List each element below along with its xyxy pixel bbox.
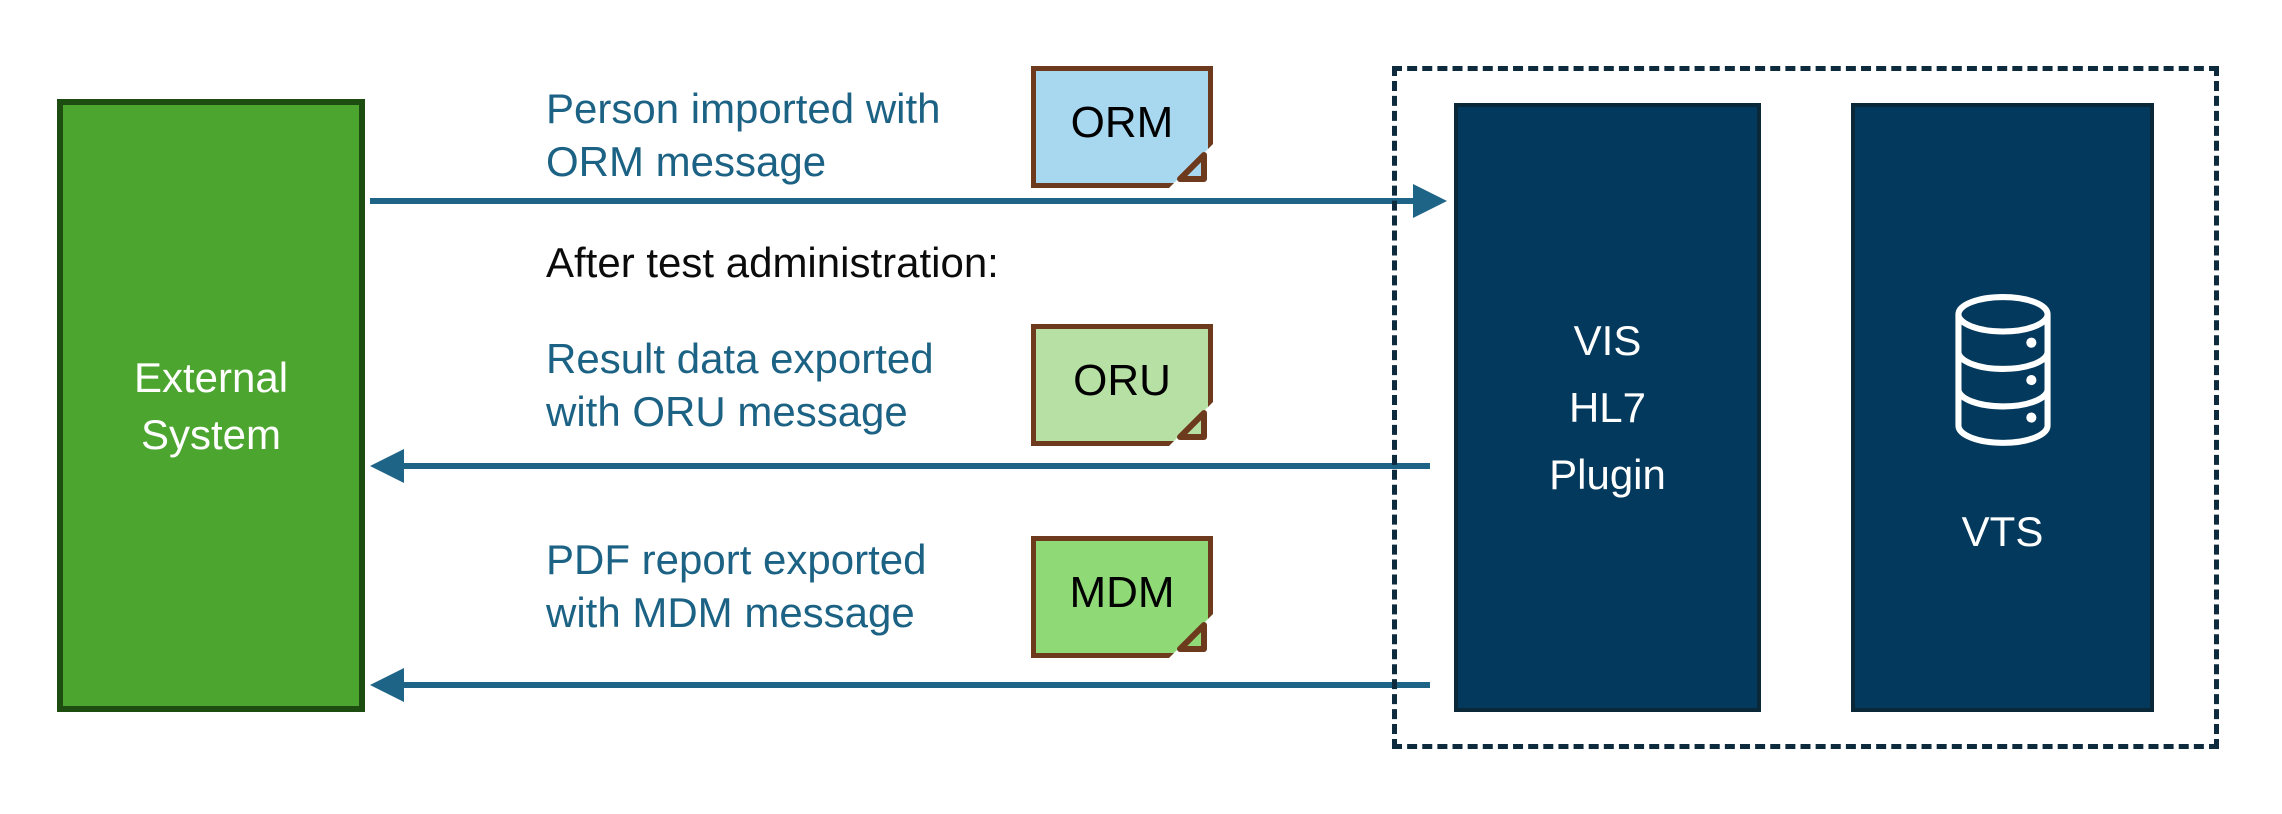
orm-note: ORM — [1031, 66, 1213, 188]
external-system-label-line1: External — [133, 353, 289, 401]
mdm-arrow-head-icon — [370, 668, 404, 702]
mdm-note: MDM — [1031, 536, 1213, 658]
external-system-label: External System — [134, 349, 288, 463]
orm-note-label: ORM — [1070, 98, 1174, 147]
plugin-label-line3: Plugin — [1549, 451, 1666, 498]
folded-corner-icon — [1169, 614, 1213, 658]
oru-flow-label-line1: Result data exported — [546, 335, 934, 382]
oru-note: ORU — [1031, 324, 1213, 446]
oru-flow-label: Result data exported with ORU message — [546, 332, 934, 438]
external-system-box: External System — [57, 99, 365, 712]
section-heading: After test administration: — [546, 239, 999, 286]
orm-flow-label-line2: ORM message — [546, 138, 827, 185]
mdm-note-label: MDM — [1069, 568, 1175, 617]
orm-arrow-line — [370, 198, 1414, 204]
plugin-label-line1: VIS — [1573, 317, 1642, 364]
mdm-flow-label-line1: PDF report exported — [546, 536, 927, 583]
vts-label: VTS — [1961, 508, 2044, 555]
mdm-arrow-line — [404, 682, 1430, 688]
plugin-label-line2: HL7 — [1568, 384, 1647, 431]
oru-arrow-head-icon — [370, 449, 404, 483]
vis-hl7-plugin-label: VIS HL7 Plugin — [1549, 307, 1666, 508]
mdm-flow-label-line2: with MDM message — [546, 589, 915, 636]
folded-corner-icon — [1169, 144, 1213, 188]
oru-arrow-line — [404, 463, 1430, 469]
system-boundary-box — [1392, 66, 2219, 749]
orm-flow-label: Person imported with ORM message — [546, 82, 941, 188]
mdm-flow-label: PDF report exported with MDM message — [546, 533, 927, 639]
orm-flow-label-line1: Person imported with — [546, 85, 941, 132]
database-icon — [1954, 294, 2051, 446]
oru-note-label: ORU — [1073, 356, 1171, 405]
folded-corner-icon — [1169, 402, 1213, 446]
oru-flow-label-line2: with ORU message — [546, 388, 908, 435]
orm-arrow-head-icon — [1413, 184, 1447, 218]
vis-hl7-plugin-box: VIS HL7 Plugin — [1454, 103, 1761, 712]
vts-box: VTS — [1851, 103, 2154, 712]
external-system-label-line2: System — [140, 410, 281, 458]
